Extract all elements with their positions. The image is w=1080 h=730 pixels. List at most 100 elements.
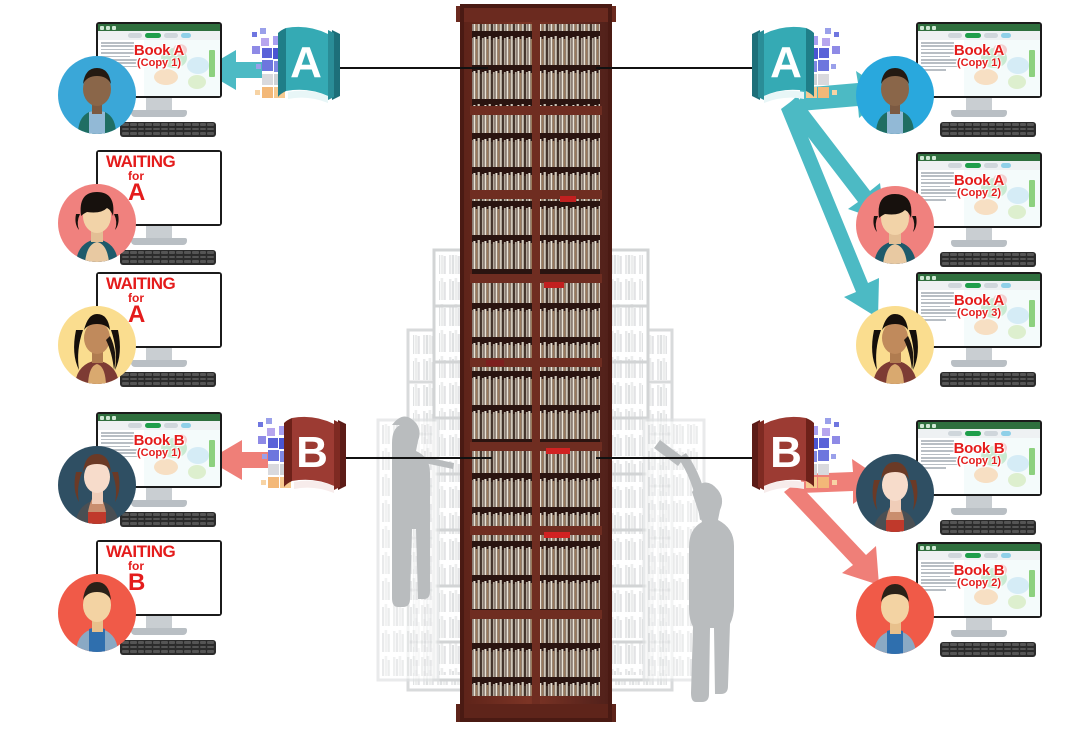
monitor-base bbox=[951, 240, 1007, 247]
book-title: Book B bbox=[953, 439, 1005, 457]
monitor-base bbox=[951, 508, 1007, 515]
book-letter: A bbox=[290, 38, 322, 87]
monitor-stand bbox=[966, 228, 992, 240]
document-screen bbox=[918, 544, 1040, 616]
monitor-base bbox=[131, 628, 187, 635]
avatar-woman-coral-bg[interactable] bbox=[58, 184, 136, 262]
book-glyph: B bbox=[752, 416, 814, 493]
book-glyph: B bbox=[284, 416, 346, 493]
monitor-base bbox=[131, 110, 187, 117]
book-letter: B bbox=[296, 428, 328, 477]
monitor-base bbox=[131, 360, 187, 367]
book-a-icon-right[interactable]: A bbox=[748, 22, 844, 110]
monitor: Book B (Copy 1) bbox=[916, 420, 1042, 515]
document-screen bbox=[918, 154, 1040, 226]
keyboard[interactable] bbox=[940, 372, 1036, 387]
arrow-a-right-2 bbox=[785, 96, 885, 222]
monitor-base bbox=[951, 110, 1007, 117]
book-glyph: A bbox=[752, 26, 814, 103]
keyboard[interactable] bbox=[120, 372, 216, 387]
connector-line-b-left bbox=[322, 457, 492, 459]
waiting-line-2: for bbox=[128, 169, 144, 184]
avatar-woman-navy-bg[interactable] bbox=[856, 454, 934, 532]
monitor-stand bbox=[966, 618, 992, 630]
document-screen bbox=[98, 414, 220, 486]
avatar-woman-yellow-bg[interactable] bbox=[856, 306, 934, 384]
monitor-base bbox=[951, 630, 1007, 637]
avatar-woman-yellow-bg[interactable] bbox=[58, 306, 136, 384]
book-glyph: A bbox=[278, 26, 340, 103]
waiting-line-1: WAITING bbox=[106, 542, 176, 561]
avatar-man-red-bg[interactable] bbox=[58, 574, 136, 652]
book-copy: (Copy 1) bbox=[957, 454, 1001, 467]
document-screen bbox=[918, 274, 1040, 346]
monitor-stand bbox=[146, 616, 172, 628]
arrow-a-right-3 bbox=[781, 100, 879, 318]
screen-book-label: Book A (Copy 1) bbox=[98, 43, 220, 69]
monitor: Book B (Copy 2) bbox=[916, 542, 1042, 637]
monitor-stand bbox=[146, 348, 172, 360]
avatar-woman-navy-bg[interactable] bbox=[58, 446, 136, 524]
monitor: Book A (Copy 2) bbox=[916, 152, 1042, 247]
arrow-b-right-2 bbox=[784, 482, 879, 585]
book-copy: (Copy 1) bbox=[137, 446, 181, 459]
monitor-stand bbox=[966, 496, 992, 508]
connector-line-a-left bbox=[328, 67, 488, 69]
avatar-woman-coral-bg[interactable] bbox=[856, 186, 934, 264]
document-screen bbox=[918, 422, 1040, 494]
monitor: WAITING for A bbox=[96, 272, 222, 367]
monitor-stand bbox=[966, 98, 992, 110]
keyboard[interactable] bbox=[940, 520, 1036, 535]
book-title: Book B bbox=[953, 561, 1005, 579]
monitor-stand bbox=[146, 98, 172, 110]
screen-book-label: Book A (Copy 3) bbox=[918, 293, 1040, 319]
connector-line-a-right bbox=[596, 67, 772, 69]
monitor-stand bbox=[966, 348, 992, 360]
book-title: Book A bbox=[953, 171, 1005, 189]
avatar-man-red-bg[interactable] bbox=[856, 576, 934, 654]
monitor-stand bbox=[146, 226, 172, 238]
book-letter: A bbox=[770, 38, 802, 87]
keyboard[interactable] bbox=[940, 642, 1036, 657]
book-copy: (Copy 2) bbox=[957, 186, 1001, 199]
book-letter: B bbox=[770, 428, 802, 477]
book-a-icon-left[interactable]: A bbox=[248, 22, 344, 110]
keyboard[interactable] bbox=[120, 122, 216, 137]
main-bookshelf bbox=[456, 4, 616, 722]
keyboard[interactable] bbox=[120, 250, 216, 265]
book-title: Book A bbox=[133, 41, 185, 59]
silhouette-person-right bbox=[654, 440, 734, 702]
avatar-man-teal-bg[interactable] bbox=[58, 56, 136, 134]
monitor: Book A (Copy 1) bbox=[916, 22, 1042, 117]
waiting-line-1: WAITING bbox=[106, 274, 176, 293]
book-title: Book A bbox=[953, 291, 1005, 309]
arrow-a-left bbox=[202, 50, 262, 90]
waiting-line-1: WAITING bbox=[106, 152, 176, 171]
monitor-stand bbox=[146, 488, 172, 500]
monitor-base bbox=[131, 238, 187, 245]
screen-book-label: Book A (Copy 1) bbox=[918, 43, 1040, 69]
waiting-line-2: for bbox=[128, 291, 144, 306]
book-copy: (Copy 1) bbox=[137, 56, 181, 69]
screen-book-label: Book B (Copy 1) bbox=[98, 433, 220, 459]
monitor-base bbox=[131, 500, 187, 507]
keyboard[interactable] bbox=[120, 640, 216, 655]
avatar-man-blue-bg[interactable] bbox=[856, 56, 934, 134]
monitor: Book A (Copy 3) bbox=[916, 272, 1042, 367]
screen-book-label: Book B (Copy 2) bbox=[918, 563, 1040, 589]
waiting-line-3: A bbox=[128, 179, 146, 207]
connector-line-b-right bbox=[596, 457, 776, 459]
keyboard[interactable] bbox=[120, 512, 216, 527]
waiting-line-3: A bbox=[128, 301, 146, 329]
screen-book-label: Book B (Copy 1) bbox=[918, 441, 1040, 467]
book-b-icon-right[interactable]: B bbox=[748, 412, 844, 500]
keyboard[interactable] bbox=[940, 252, 1036, 267]
document-screen bbox=[918, 24, 1040, 96]
book-copy: (Copy 1) bbox=[957, 56, 1001, 69]
book-copy: (Copy 3) bbox=[957, 306, 1001, 319]
book-copy: (Copy 2) bbox=[957, 576, 1001, 589]
book-b-icon-left[interactable]: B bbox=[254, 412, 350, 500]
keyboard[interactable] bbox=[940, 122, 1036, 137]
